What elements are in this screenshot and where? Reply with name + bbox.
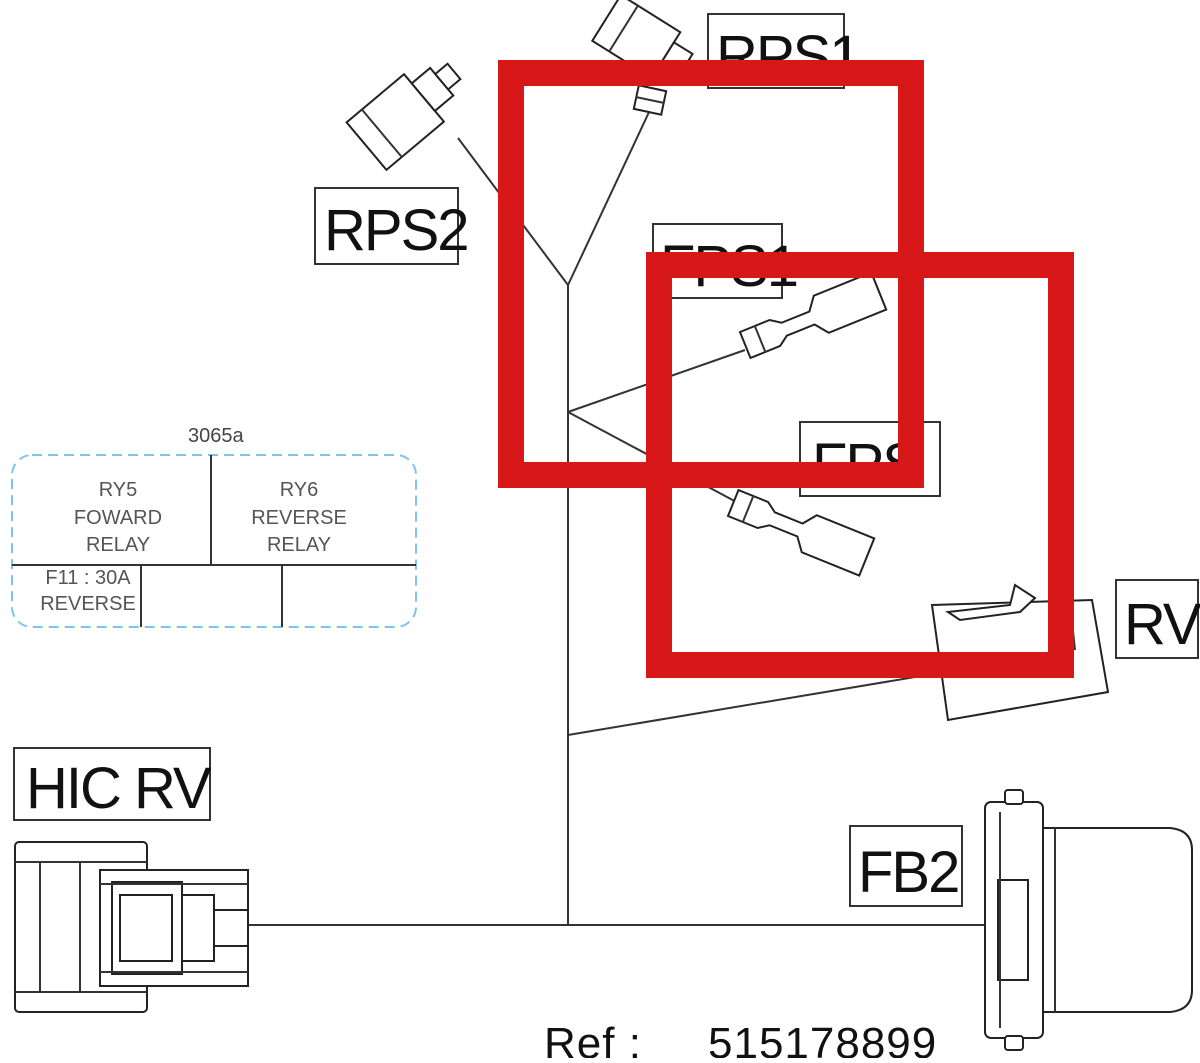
- ry5-line2: FOWARD: [74, 507, 162, 529]
- highlight-box-lower: [646, 252, 1074, 678]
- hic-rv-label: HIC RV: [26, 756, 212, 821]
- fuse-box-code: 3065a: [188, 425, 244, 447]
- reference-label: Ref :: [544, 1019, 642, 1058]
- rps2-label-box: RPS2: [314, 187, 470, 265]
- fb2-label: FB2: [858, 840, 958, 905]
- rv-label-box: RV: [1115, 579, 1200, 659]
- fb2-connector: [984, 789, 1193, 1051]
- f11-line2: REVERSE: [40, 593, 136, 615]
- rv-branch-wire: [567, 671, 946, 736]
- ry5-line1: RY5: [99, 479, 138, 501]
- ry5-line3: RELAY: [86, 534, 150, 556]
- ry6-line2: REVERSE: [251, 507, 347, 529]
- reference-number: 515178899: [708, 1019, 937, 1058]
- hic-rv-label-box: HIC RV: [13, 747, 214, 821]
- rps2-sensor: [345, 62, 462, 172]
- hic-rv-connector: [14, 841, 249, 1013]
- rps1-connector-small: [632, 84, 668, 116]
- reference: Ref : 515178899: [544, 1019, 937, 1063]
- fps1-terminal: [738, 271, 888, 360]
- fuse-box-inset: 3065a RY5 FOWARD RELAY RY6 REVERSE RELAY…: [11, 425, 417, 628]
- f11-line1: F11 : 30A: [45, 567, 131, 589]
- fb2-label-box: FB2: [849, 825, 963, 907]
- rv-label: RV: [1124, 592, 1200, 657]
- rps1-branch-wire: [567, 109, 651, 286]
- rps2-label: RPS2: [324, 198, 468, 263]
- fuse-box-dashed-border: [11, 454, 417, 628]
- ry6-line1: RY6: [280, 479, 319, 501]
- fps-terminal: [726, 488, 876, 577]
- ry6-line3: RELAY: [267, 534, 331, 556]
